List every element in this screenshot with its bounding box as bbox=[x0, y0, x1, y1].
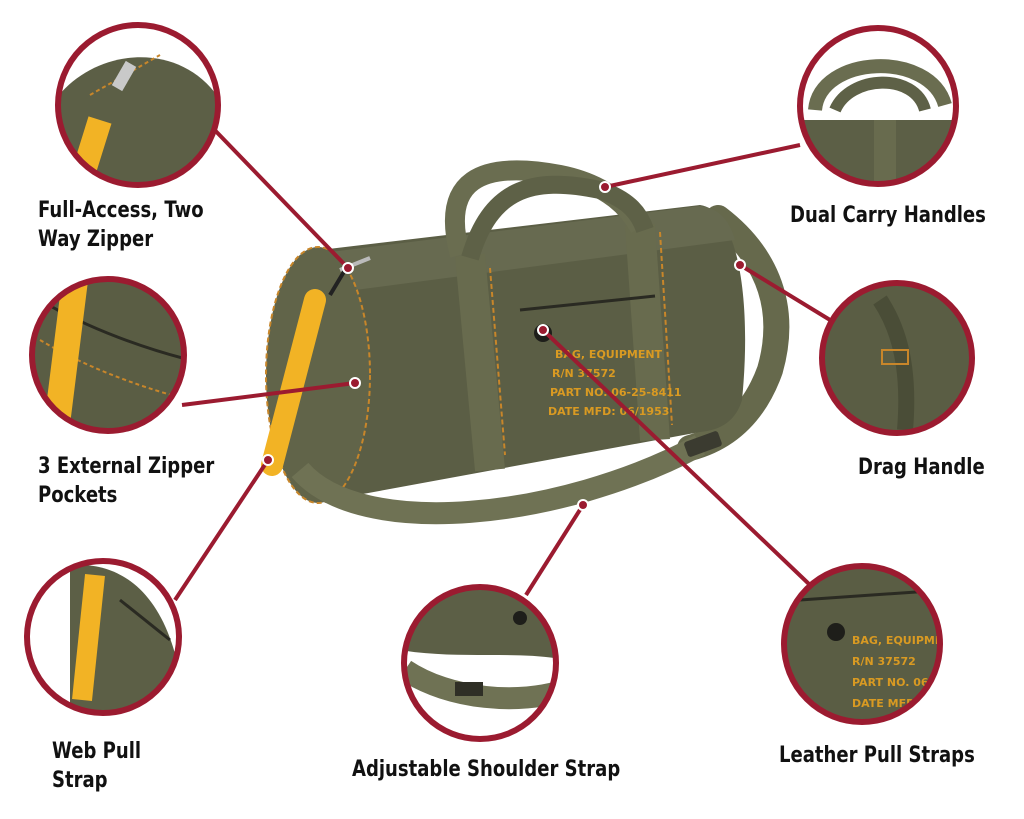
connector-zipper bbox=[203, 118, 350, 270]
callout-web-pull-zoom bbox=[24, 558, 182, 716]
label-line: Web Pull bbox=[52, 739, 142, 764]
label-shoulder: Adjustable Shoulder Strap bbox=[352, 755, 620, 784]
connector-dot bbox=[342, 262, 354, 274]
connector-dot bbox=[537, 324, 549, 336]
callout-zipper-zoom bbox=[55, 22, 221, 188]
connector-web-pull bbox=[173, 458, 270, 602]
zoom-stencil-line: BAG, EQUIPMENT bbox=[852, 634, 960, 647]
callout-shoulder-zoom bbox=[401, 584, 559, 742]
carry-handle-2 bbox=[461, 175, 654, 261]
label-line: Dual Carry Handles bbox=[790, 203, 986, 228]
body-webbing-left bbox=[455, 253, 505, 472]
zoom-stencil-line: R/N 37572 bbox=[852, 655, 916, 668]
callout-pockets-zoom bbox=[29, 276, 187, 434]
connector-dot bbox=[349, 377, 361, 389]
label-web-pull: Web Pull Strap bbox=[52, 737, 141, 795]
connector-lines bbox=[173, 118, 837, 602]
label-line: Drag Handle bbox=[858, 455, 985, 480]
label-zipper: Full-Access, Two Way Zipper bbox=[38, 196, 204, 254]
strap-buckle bbox=[684, 431, 722, 457]
connector-dot bbox=[577, 499, 589, 511]
connector-dot bbox=[262, 454, 274, 466]
stencil-line: R/N 37572 bbox=[552, 367, 616, 380]
shoulder-strap-front bbox=[291, 435, 706, 525]
pocket-zipper bbox=[519, 294, 656, 312]
label-line: Full-Access, Two bbox=[38, 198, 204, 223]
label-line: Pockets bbox=[38, 483, 118, 508]
label-leather: Leather Pull Straps bbox=[779, 741, 975, 770]
callout-carry-zoom bbox=[797, 25, 959, 187]
connector-shoulder bbox=[524, 503, 585, 597]
stencil-line: DATE MFD: 06/1953 bbox=[548, 405, 669, 418]
connector-drag bbox=[738, 263, 837, 325]
connector-leather bbox=[541, 328, 812, 587]
bag-end-cap bbox=[266, 247, 370, 503]
label-carry: Dual Carry Handles bbox=[790, 201, 986, 230]
connector-carry bbox=[604, 143, 801, 189]
stencil-text: BAG, EQUIPMENT R/N 37572 PART NO. 06-25-… bbox=[548, 348, 682, 418]
body-webbing-right bbox=[625, 223, 670, 442]
stencil-line: PART NO. 06-25-8411 bbox=[550, 386, 682, 399]
label-drag: Drag Handle bbox=[858, 453, 985, 482]
label-line: Adjustable Shoulder Strap bbox=[352, 757, 621, 782]
label-line: Strap bbox=[52, 768, 108, 793]
zoom-stencil-line: PART NO. 06-25-8411 bbox=[852, 676, 984, 689]
connector-dot bbox=[734, 259, 746, 271]
label-pockets: 3 External Zipper Pockets bbox=[38, 452, 214, 510]
connector-pockets bbox=[181, 381, 356, 407]
web-pull-strap bbox=[261, 289, 326, 476]
connector-dot bbox=[599, 181, 611, 193]
callout-drag-zoom bbox=[819, 280, 975, 436]
callout-leather-zoom: BAG, EQUIPMENT R/N 37572 PART NO. 06-25-… bbox=[781, 563, 984, 725]
label-line: Leather Pull Straps bbox=[779, 743, 975, 768]
shoulder-strap-back bbox=[677, 205, 790, 461]
label-line: Way Zipper bbox=[38, 227, 154, 252]
main-bag: BAG, EQUIPMENT R/N 37572 PART NO. 06-25-… bbox=[261, 160, 790, 525]
label-line: 3 External Zipper bbox=[38, 454, 215, 479]
stencil-line: BAG, EQUIPMENT bbox=[555, 348, 663, 361]
